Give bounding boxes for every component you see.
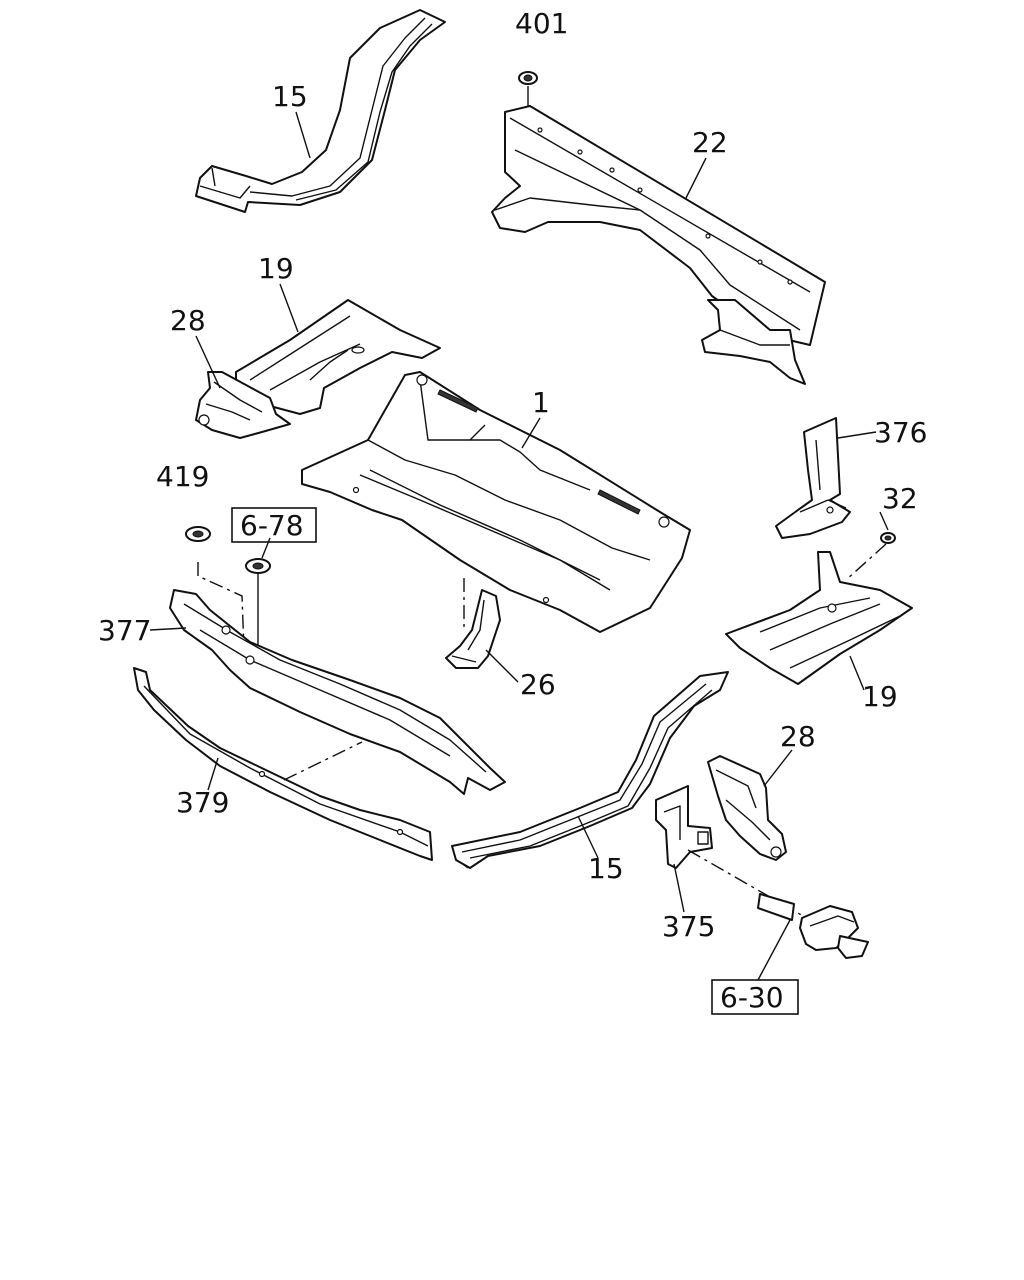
label-22: 22: [692, 126, 728, 159]
part-28-left-bracket: [195, 371, 291, 439]
part-401-grommet: [518, 71, 538, 110]
part-377-front-crossmember: [169, 589, 506, 795]
part-419-grommet: [185, 526, 245, 651]
label-32: 32: [882, 482, 918, 515]
part-15-lower-side-rail: [451, 671, 729, 869]
part-376-right-bracket: [775, 417, 851, 539]
part-32-grommet: [845, 532, 896, 581]
part-15-upper-side-rail: [195, 9, 446, 213]
label-377: 377: [98, 614, 151, 647]
label-375: 375: [662, 910, 715, 943]
label-6-78: 6-78: [240, 509, 304, 542]
label-26: 26: [520, 668, 556, 701]
part-28-right-bracket: [707, 755, 787, 861]
label-28-left: 28: [170, 304, 206, 337]
label-19-left: 19: [258, 252, 294, 285]
callout-labels: 401 15 22 19 28 1 376 419 6-78 32 377 26…: [98, 7, 927, 1015]
part-1-floor-pan: [301, 371, 691, 633]
part-22-rear-crossmember: [491, 105, 826, 385]
part-379-lower-crossmember: [133, 667, 433, 861]
leader-lines: [149, 111, 889, 981]
label-15-top: 15: [272, 80, 308, 113]
label-6-30: 6-30: [720, 981, 784, 1014]
part-19-right-floor-panel: [725, 551, 913, 685]
label-19-right: 19: [862, 680, 898, 713]
label-1: 1: [532, 386, 550, 419]
grommet-6-78: [245, 558, 271, 660]
part-26-center-support: [445, 578, 501, 669]
label-401: 401: [515, 7, 568, 40]
label-15-bottom: 15: [588, 852, 624, 885]
label-376: 376: [874, 416, 927, 449]
label-28-right: 28: [780, 720, 816, 753]
ref-box-6-30: [711, 979, 799, 1015]
label-419: 419: [156, 460, 209, 493]
mount-6-30: [757, 893, 869, 959]
ref-box-6-78: [231, 507, 317, 543]
label-379: 379: [176, 786, 229, 819]
